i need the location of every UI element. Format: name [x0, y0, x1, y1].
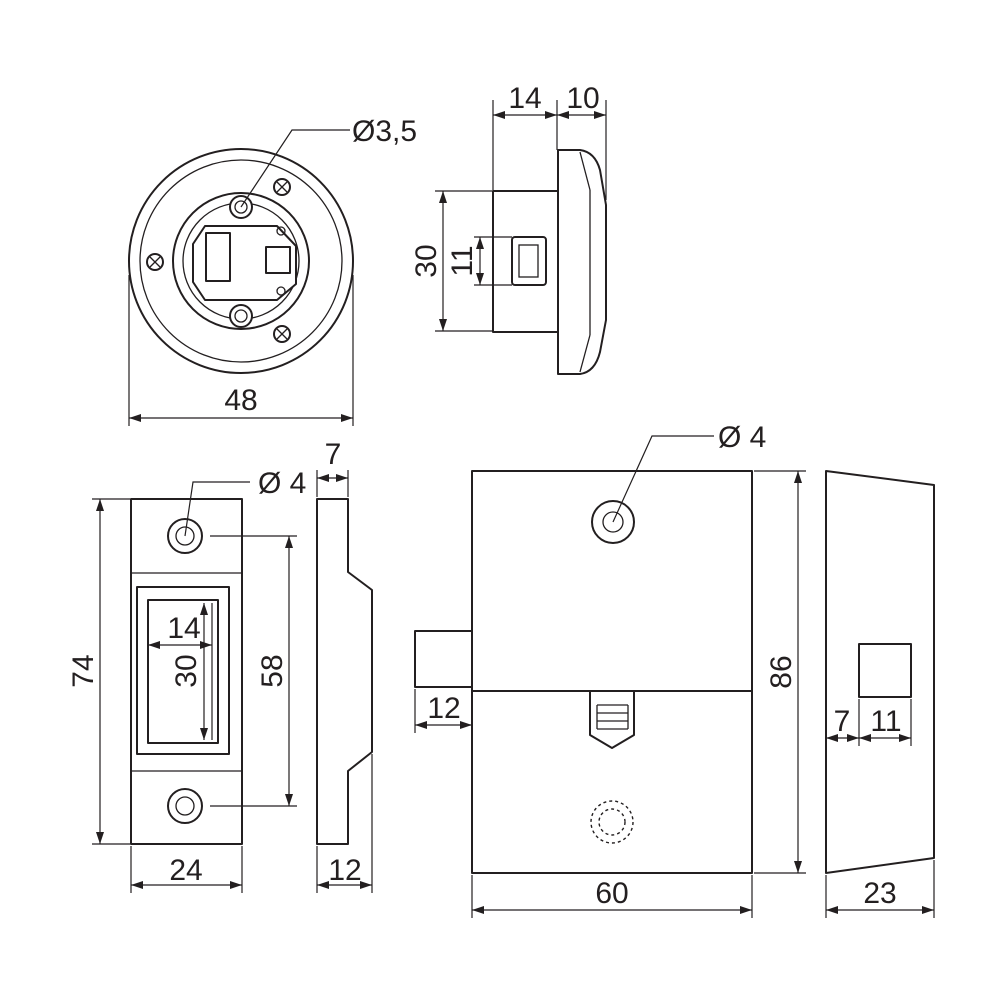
key-slot — [205, 232, 231, 282]
latch-slot — [511, 236, 547, 286]
rosette-flange — [557, 149, 607, 375]
side-depth-label: 23 — [863, 877, 896, 910]
bottom-fixing-hole — [229, 304, 253, 328]
lock-body-view: Ø 4 86 12 60 — [414, 421, 806, 918]
lock-bolt — [414, 630, 473, 688]
side-depth-b-label: 10 — [566, 82, 599, 115]
bottom-screw-hole — [167, 788, 203, 824]
strike-opening-width-label: 14 — [167, 612, 200, 645]
strike-thickness-label: 7 — [325, 438, 342, 471]
hidden-hole — [590, 800, 634, 844]
front-hole-label: Ø3,5 — [352, 115, 417, 148]
lock-side-view: 7 11 23 — [825, 470, 935, 918]
strike-plate-view: Ø 4 14 30 74 58 24 — [67, 467, 306, 893]
side-slot-label: 11 — [446, 245, 479, 276]
strike-profile — [316, 498, 373, 845]
rosette-inner-ring — [139, 159, 343, 363]
strike-opening-height-label: 30 — [170, 654, 203, 687]
strike-height-label: 74 — [67, 654, 100, 687]
side-offset-label: 7 — [834, 705, 851, 738]
lock-bolt-label: 12 — [427, 692, 460, 725]
strike-width-label: 24 — [169, 854, 202, 887]
side-round-view: 14 10 30 11 — [410, 82, 607, 375]
screw-icon — [273, 178, 291, 196]
lock-width-label: 60 — [595, 877, 628, 910]
front-round-view: Ø3,5 48 — [128, 115, 417, 426]
side-slot — [858, 643, 912, 698]
lock-height-label: 86 — [765, 655, 798, 688]
side-depth-a-label: 14 — [508, 82, 541, 115]
screw-icon — [146, 253, 164, 271]
strike-hole-label: Ø 4 — [258, 467, 306, 500]
cam-window — [265, 246, 291, 274]
lock-hole-label: Ø 4 — [718, 421, 766, 454]
strike-depth-label: 12 — [328, 854, 361, 887]
side-height-label: 30 — [410, 244, 443, 277]
screw-icon — [273, 325, 291, 343]
strike-hole-spacing-label: 58 — [256, 654, 289, 687]
strike-side-view: 7 12 — [316, 438, 373, 893]
side-slot-width-label: 11 — [870, 705, 901, 738]
front-width-label: 48 — [224, 384, 257, 417]
